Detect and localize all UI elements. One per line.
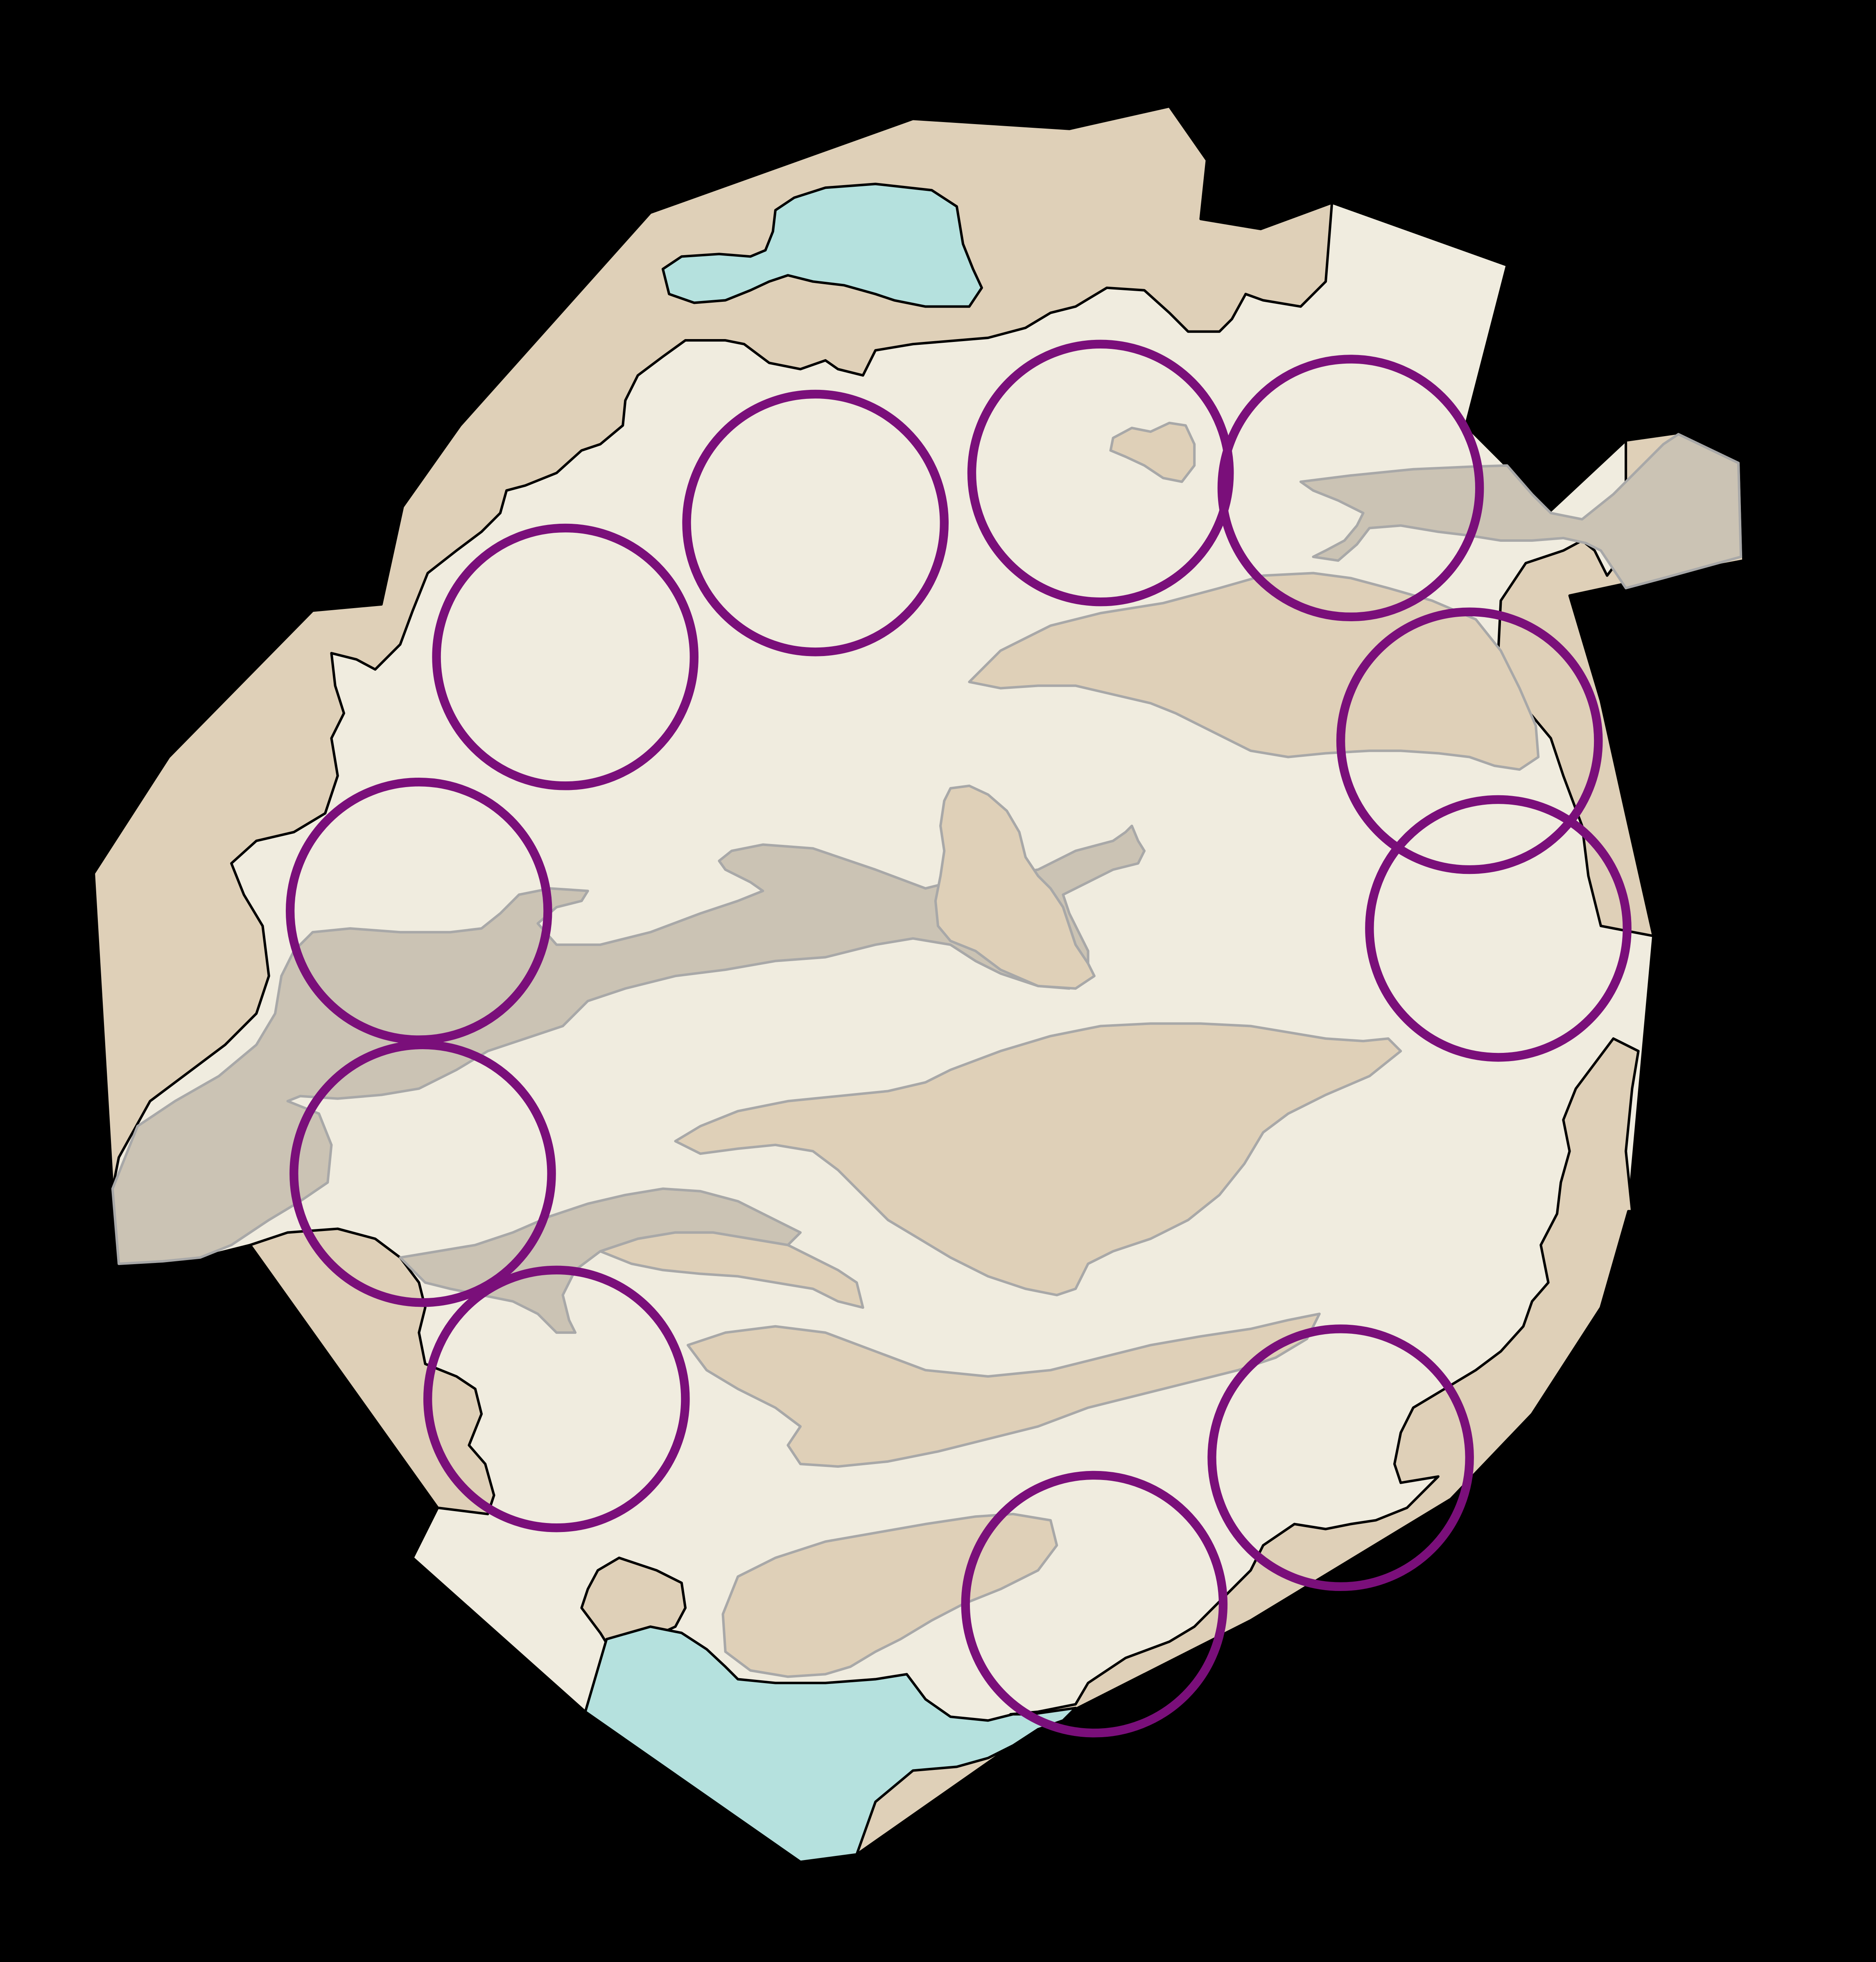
rough-terrain-south — [580, 1557, 687, 1651]
shaded-plateau-south — [674, 1022, 1402, 1297]
lake-south — [584, 1625, 1077, 1863]
marker-ring — [285, 339, 1632, 1738]
marker-circle-7 — [961, 1471, 1228, 1738]
marker-circle-1 — [682, 389, 949, 656]
rough-peak-center — [934, 784, 1096, 990]
marker-circle-9 — [289, 1040, 556, 1307]
marker-circle-3 — [1217, 355, 1484, 622]
marker-circle-10 — [285, 777, 552, 1044]
lake-north — [661, 183, 983, 308]
marker-circle-6 — [1207, 1324, 1474, 1591]
shaded-ridge-south-1 — [599, 1231, 864, 1309]
marker-circle-2 — [967, 339, 1234, 606]
marker-circle-8 — [423, 1265, 690, 1532]
rough-terrain-northwest — [93, 105, 1334, 1190]
marker-circle-5 — [1365, 795, 1632, 1062]
marker-circle-4 — [1336, 607, 1603, 874]
shaded-ridge-northeast — [1299, 433, 1743, 590]
marker-circle-11 — [432, 523, 699, 790]
shaded-ridge-west — [111, 824, 1146, 1265]
rough-islet-north — [1109, 421, 1196, 483]
shaded-ridge-central — [968, 572, 1540, 771]
